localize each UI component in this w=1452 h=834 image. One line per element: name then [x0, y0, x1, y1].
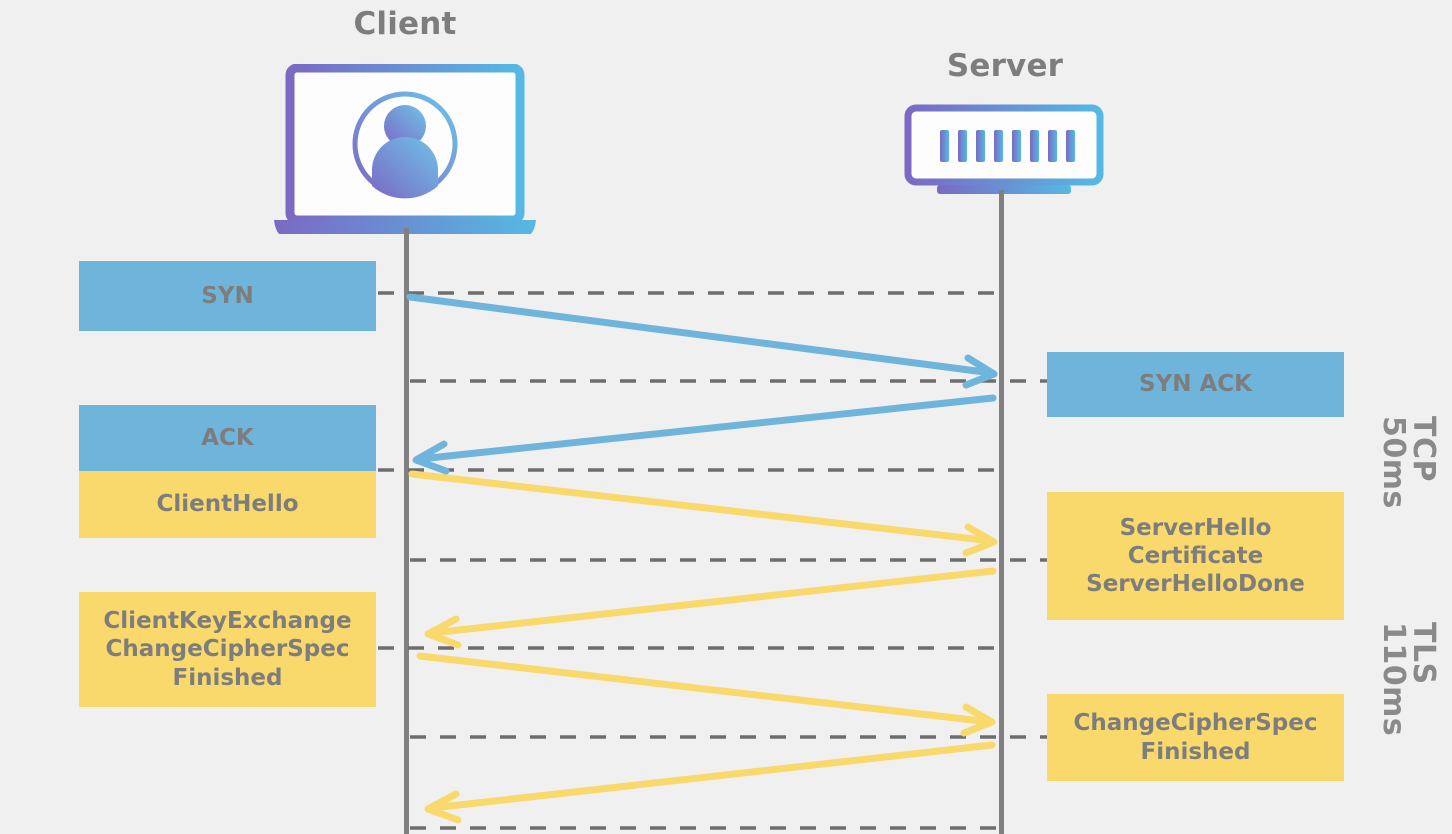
time-gridlines — [378, 291, 1048, 830]
client-lifeline — [404, 228, 409, 834]
arrow-serverfinished — [424, 741, 996, 824]
phase-name: TCP — [1406, 416, 1441, 482]
message-box-syn[interactable]: SYN — [79, 261, 376, 331]
server-title: Server — [946, 48, 1064, 84]
phase-duration: 50ms — [1376, 416, 1411, 509]
phase-name: TLS — [1406, 622, 1441, 685]
message-box-synack[interactable]: SYN ACK — [1047, 352, 1344, 417]
message-label: SYN ACK — [1139, 371, 1252, 398]
arrow-synack — [412, 394, 997, 475]
message-label: SYN — [201, 282, 254, 309]
arrow-syn — [406, 293, 998, 389]
phase-duration: 110ms — [1376, 622, 1411, 737]
arrow-clienthello — [408, 470, 998, 557]
message-label: ACK — [201, 424, 254, 451]
server-rack-icon — [903, 104, 1105, 196]
message-box-clienthello[interactable]: ClientHello — [79, 471, 376, 538]
arrow-serverhello — [424, 567, 997, 649]
laptop-user-icon — [272, 63, 538, 240]
arrow-clientkey — [416, 652, 996, 737]
phase-label-tls: TLS 110ms — [1376, 622, 1441, 737]
server-lifeline — [999, 190, 1004, 834]
message-label: ClientHello — [156, 491, 299, 518]
phase-label-tcp: TCP 50ms — [1376, 416, 1441, 509]
message-box-ack[interactable]: ACK — [79, 405, 376, 471]
client-title: Client — [353, 6, 457, 42]
